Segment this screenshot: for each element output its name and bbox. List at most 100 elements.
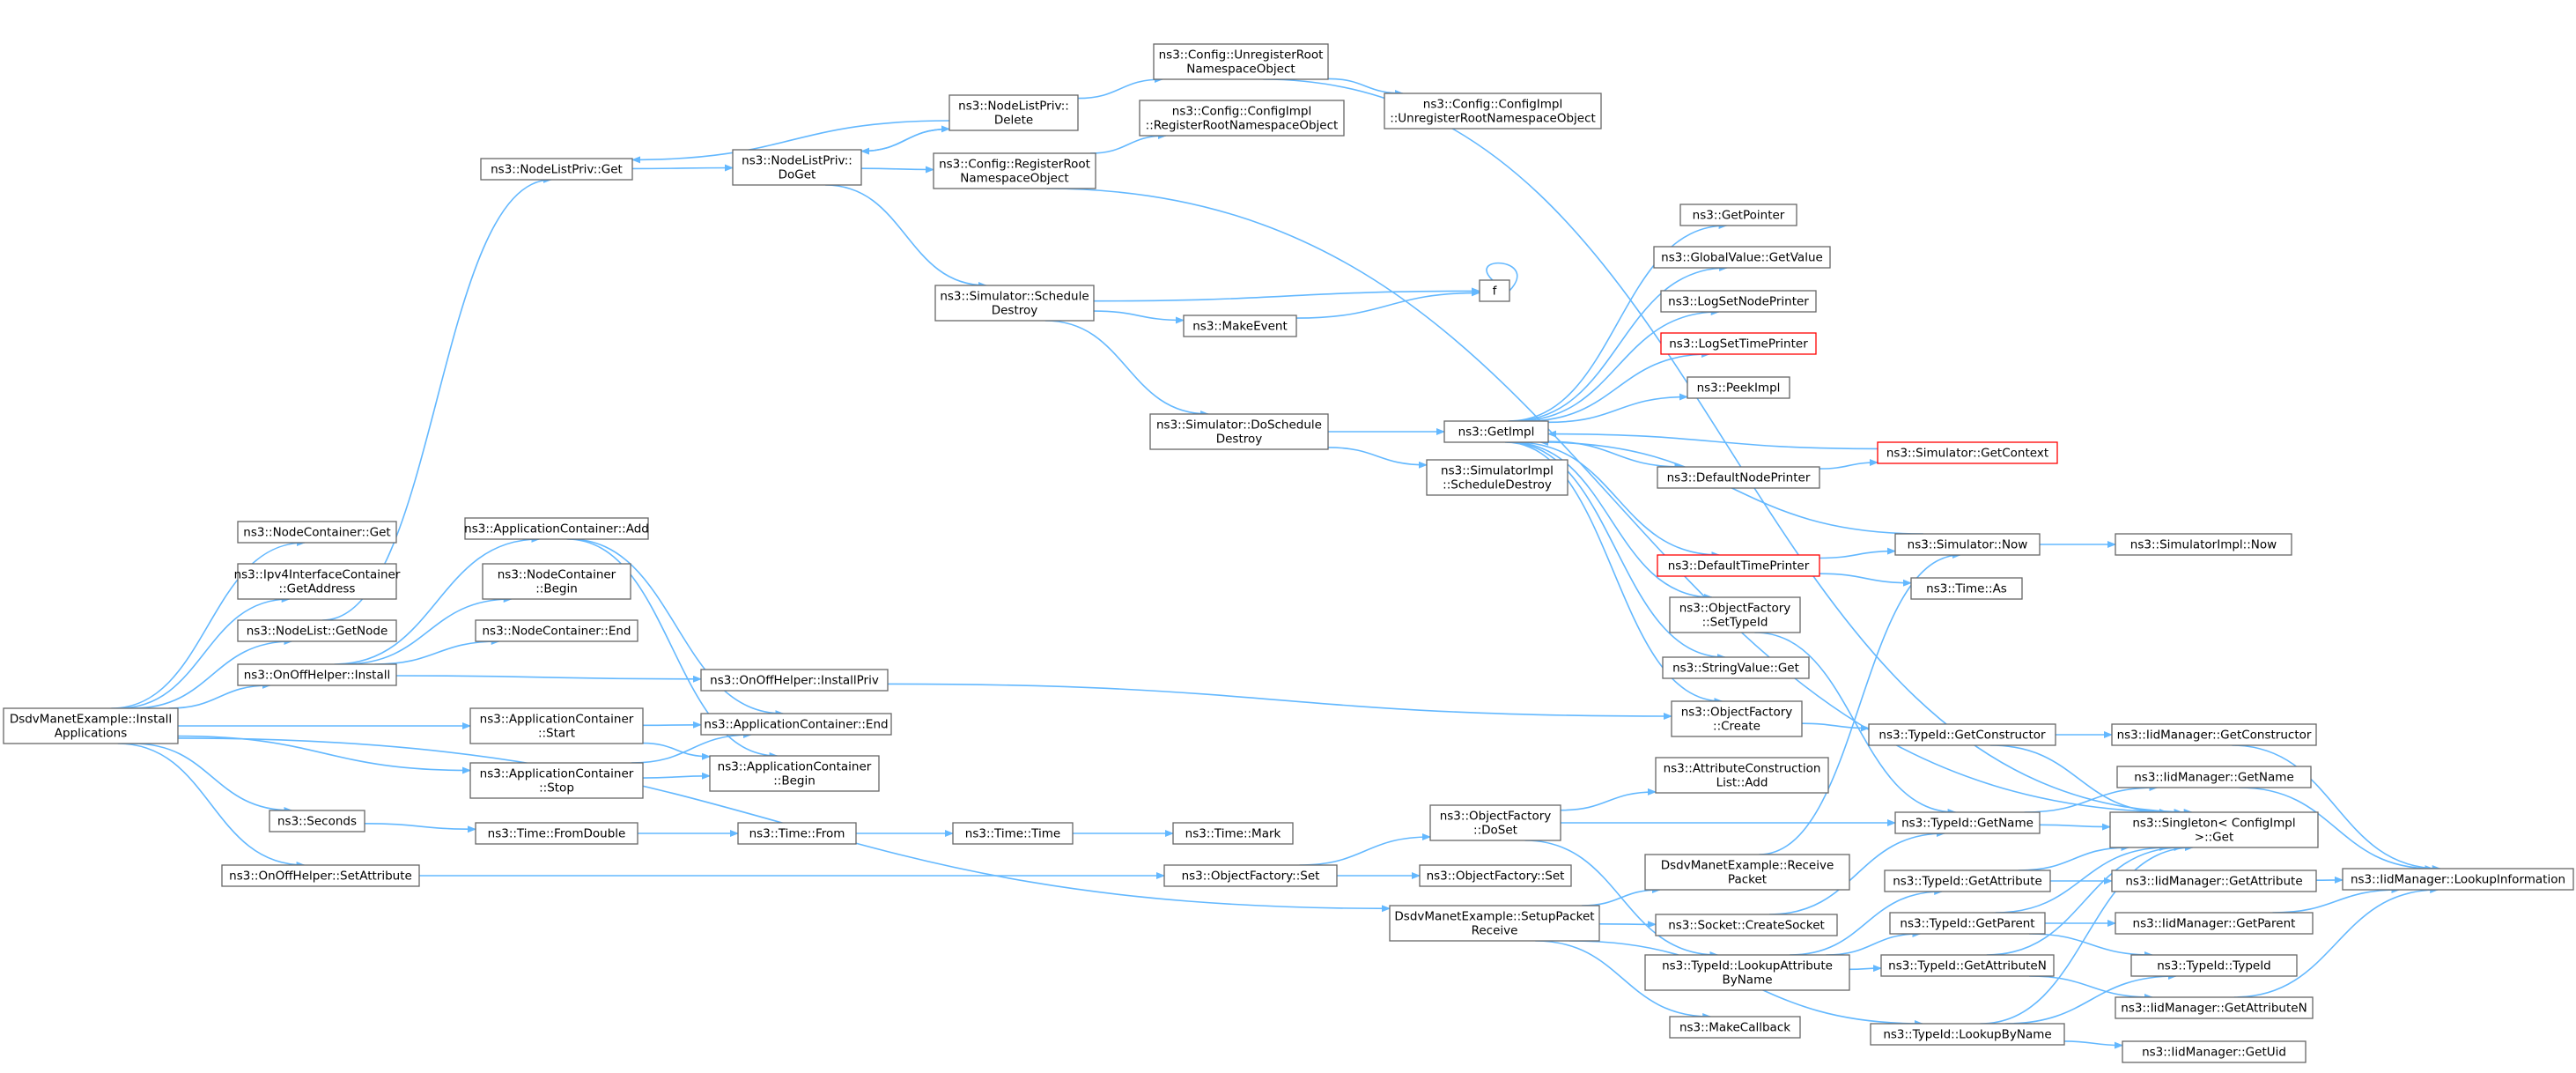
node-box bbox=[475, 822, 638, 845]
node-simimpl-schedule-destroy[interactable]: ns3::SimulatorImpl::ScheduleDestroy bbox=[1426, 459, 1568, 496]
node-objf-set[interactable]: ns3::ObjectFactory::Set bbox=[1163, 864, 1338, 887]
node-box bbox=[2111, 723, 2317, 746]
node-objf-create[interactable]: ns3::ObjectFactory::Create bbox=[1671, 700, 1803, 737]
node-objf-settypeid[interactable]: ns3::ObjectFactory::SetTypeId bbox=[1669, 596, 1801, 633]
node-tid-getconstructor[interactable]: ns3::TypeId::GetConstructor bbox=[1868, 723, 2056, 746]
node-label-line: ns3::ObjectFactory::Set bbox=[1182, 870, 1320, 884]
edge-nlp_doget-to-cfg_regroot bbox=[860, 166, 934, 174]
node-sim-now[interactable]: ns3::Simulator::Now bbox=[1894, 533, 2041, 556]
node-onoff-install[interactable]: ns3::OnOffHelper::Install bbox=[237, 663, 397, 686]
node-iid-getname[interactable]: ns3::IidManager::GetName bbox=[2116, 766, 2312, 788]
node-getimpl[interactable]: ns3::GetImpl bbox=[1443, 420, 1549, 443]
node-box bbox=[2115, 533, 2292, 556]
node-time-time[interactable]: ns3::Time::Time bbox=[952, 822, 1074, 845]
node-label-line: ns3::Time::As bbox=[1926, 582, 2007, 596]
node-box bbox=[1884, 870, 2051, 892]
node-sim-getcontext[interactable]: ns3::Simulator::GetContext bbox=[1877, 441, 2058, 464]
node-label-line: ns3::Config::UnregisterRoot bbox=[1159, 48, 1324, 63]
node-appc-start[interactable]: ns3::ApplicationContainer::Start bbox=[469, 707, 644, 744]
node-seconds[interactable]: ns3::Seconds bbox=[269, 810, 365, 832]
node-time-from[interactable]: ns3::Time::From bbox=[737, 822, 857, 845]
edge-appc_start-to-appc_end bbox=[642, 721, 702, 729]
edge-appc_add-to-appc_end bbox=[569, 538, 785, 717]
node-f[interactable]: f bbox=[1479, 279, 1510, 302]
node-objf-set2[interactable]: ns3::ObjectFactory::Set bbox=[1419, 864, 1572, 887]
node-singleton-get[interactable]: ns3::Singleton< ConfigImpl >::Get bbox=[2109, 811, 2319, 848]
node-iid-getattribute[interactable]: ns3::IidManager::GetAttribute bbox=[2111, 870, 2317, 892]
node-label-line: ns3::Seconds bbox=[277, 815, 357, 829]
node-appc-begin[interactable]: ns3::ApplicationContainer::Begin bbox=[709, 755, 880, 792]
node-label-line: ns3::ObjectFactory bbox=[1679, 602, 1791, 616]
node-cfgimpl-unregroot[interactable]: ns3::Config::ConfigImpl::UnregisterRootN… bbox=[1384, 92, 1602, 130]
node-label-line: ::GetAddress bbox=[279, 582, 356, 596]
node-cfg-regroot[interactable]: ns3::Config::RegisterRootNamespaceObject bbox=[933, 152, 1096, 189]
node-label-line: ns3::StringValue::Get bbox=[1672, 662, 1799, 676]
node-sim-schedule-destroy[interactable]: ns3::Simulator::ScheduleDestroy bbox=[934, 285, 1095, 322]
node-gv-getvalue[interactable]: ns3::GlobalValue::GetValue bbox=[1653, 246, 1831, 269]
node-nc-get[interactable]: ns3::NodeContainer::Get bbox=[237, 521, 397, 544]
node-simimpl-now[interactable]: ns3::SimulatorImpl::Now bbox=[2115, 533, 2292, 556]
node-stringvalue-get[interactable]: ns3::StringValue::Get bbox=[1662, 656, 1810, 679]
node-box bbox=[1868, 723, 2056, 746]
node-log-setnode[interactable]: ns3::LogSetNodePrinter bbox=[1660, 290, 1817, 313]
node-tid-getattribute[interactable]: ns3::TypeId::GetAttribute bbox=[1884, 870, 2051, 892]
node-label-line: ns3::TypeId::GetName bbox=[1901, 817, 2033, 831]
node-default-node-printer[interactable]: ns3::DefaultNodePrinter bbox=[1657, 466, 1820, 489]
node-box bbox=[1153, 43, 1329, 80]
node-time-as[interactable]: ns3::Time::As bbox=[1910, 577, 2023, 600]
node-time-mark[interactable]: ns3::Time::Mark bbox=[1172, 822, 1294, 845]
node-onoff-installpriv[interactable]: ns3::OnOffHelper::InstallPriv bbox=[700, 669, 889, 692]
node-appc-stop[interactable]: ns3::ApplicationContainer::Stop bbox=[469, 762, 644, 799]
node-make-callback[interactable]: ns3::MakeCallback bbox=[1669, 1016, 1801, 1039]
node-iid-getconstructor[interactable]: ns3::IidManager::GetConstructor bbox=[2111, 723, 2317, 746]
node-appc-end[interactable]: ns3::ApplicationContainer::End bbox=[700, 713, 892, 736]
node-nodelist-getnode[interactable]: ns3::NodeList::GetNode bbox=[237, 619, 397, 642]
node-iid-getuid[interactable]: ns3::IidManager::GetUid bbox=[2122, 1040, 2307, 1063]
node-tid-typeid[interactable]: ns3::TypeId::TypeId bbox=[2130, 954, 2298, 977]
node-log-settime[interactable]: ns3::LogSetTimePrinter bbox=[1660, 332, 1817, 355]
node-box bbox=[1443, 420, 1549, 443]
node-label-line: ns3::ObjectFactory bbox=[1681, 706, 1793, 720]
edge-objf_create-to-tid_getconstructor bbox=[1801, 722, 1870, 732]
node-time-fromdouble[interactable]: ns3::Time::FromDouble bbox=[475, 822, 638, 845]
node-socket-create[interactable]: ns3::Socket::CreateSocket bbox=[1655, 914, 1838, 936]
node-get-pointer[interactable]: ns3::GetPointer bbox=[1679, 204, 1797, 226]
node-iid-getparent[interactable]: ns3::IidManager::GetParent bbox=[2115, 912, 2314, 935]
node-nlp-doget[interactable]: ns3::NodeListPriv::DoGet bbox=[732, 149, 862, 186]
node-tid-getname[interactable]: ns3::TypeId::GetName bbox=[1894, 811, 2041, 834]
node-nlp-delete[interactable]: ns3::NodeListPriv::Delete bbox=[948, 94, 1079, 131]
node-label-line: Delete bbox=[994, 114, 1033, 128]
node-default-time-printer[interactable]: ns3::DefaultTimePrinter bbox=[1657, 554, 1820, 577]
node-peekimpl[interactable]: ns3::PeekImpl bbox=[1687, 376, 1790, 399]
node-tid-getattributen[interactable]: ns3::TypeId::GetAttributeN bbox=[1880, 954, 2055, 977]
node-nc-begin[interactable]: ns3::NodeContainer::Begin bbox=[482, 563, 631, 600]
node-tid-getparent[interactable]: ns3::TypeId::GetParent bbox=[1889, 912, 2046, 935]
node-label-line: ns3::Socket::CreateSocket bbox=[1668, 919, 1825, 933]
node-label-line: ns3::OnOffHelper::Install bbox=[244, 669, 391, 683]
node-onoff-setattr[interactable]: ns3::OnOffHelper::SetAttribute bbox=[221, 864, 420, 887]
node-label-line: ns3::IidManager::GetConstructor bbox=[2117, 729, 2312, 743]
node-nlp-get[interactable]: ns3::NodeListPriv::Get bbox=[480, 158, 633, 181]
node-iid-getattributen[interactable]: ns3::IidManager::GetAttributeN bbox=[2115, 996, 2314, 1019]
node-label-line: ns3::ApplicationContainer bbox=[480, 767, 634, 781]
node-cfgimpl-regroot[interactable]: ns3::Config::ConfigImpl::RegisterRootNam… bbox=[1139, 100, 1345, 137]
node-iid-lookupinfo[interactable]: ns3::IidManager::LookupInformation bbox=[2342, 868, 2574, 891]
node-make-event[interactable]: ns3::MakeEvent bbox=[1183, 314, 1297, 337]
edge-onoff_installpriv-to-objf_create bbox=[887, 683, 1672, 720]
node-tid-lookupbyname[interactable]: ns3::TypeId::LookupByName bbox=[1870, 1023, 2065, 1046]
node-box bbox=[1426, 459, 1568, 496]
node-box bbox=[237, 663, 397, 686]
node-ipv4-getaddr[interactable]: ns3::Ipv4InterfaceContainer::GetAddress bbox=[234, 563, 401, 600]
node-objf-doset[interactable]: ns3::ObjectFactory::DoSet bbox=[1429, 804, 1561, 841]
edge-nlp_delete-to-nlp_get bbox=[631, 120, 950, 164]
node-nc-end[interactable]: ns3::NodeContainer::End bbox=[475, 619, 638, 642]
node-appc-add[interactable]: ns3::ApplicationContainer::Add bbox=[464, 517, 649, 540]
node-label-line: ns3::TypeId::TypeId bbox=[2157, 959, 2271, 973]
node-cfg-unregroot[interactable]: ns3::Config::UnregisterRootNamespaceObje… bbox=[1153, 43, 1329, 80]
